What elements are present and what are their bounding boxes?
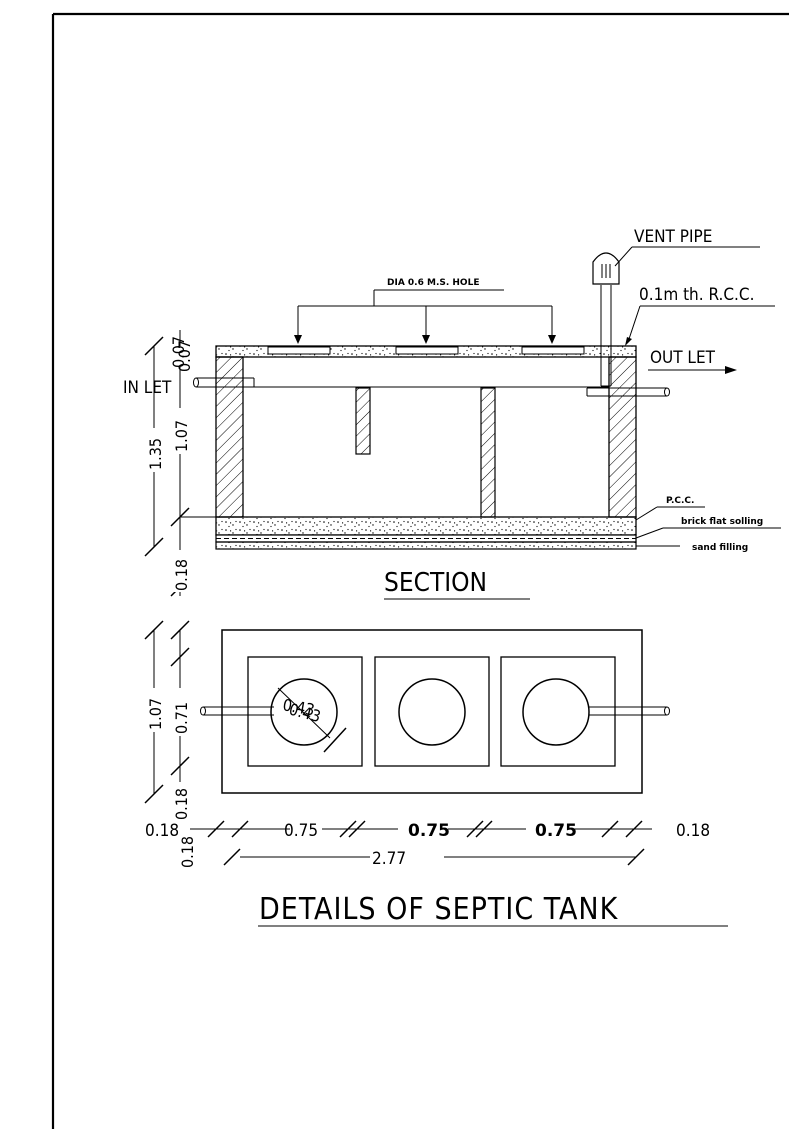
dim-plan-inner: 0.71 xyxy=(172,702,191,734)
pcc-label: P.C.C. xyxy=(666,496,694,506)
layer-leaders xyxy=(635,506,781,547)
plan-vertical-dimensions xyxy=(142,620,192,826)
dim-plan-wall-b: 0.18 xyxy=(178,836,197,868)
left-wall xyxy=(215,356,244,518)
dim-w-total: 2.77 xyxy=(372,849,406,869)
drawing-title: DETAILS OF SEPTIC TANK xyxy=(259,892,619,927)
plan-outer-wall xyxy=(221,629,643,794)
rcc-label: 0.1m th. R.C.C. xyxy=(639,285,754,305)
slab-hole-2 xyxy=(395,346,459,355)
manhole-3 xyxy=(522,678,590,746)
manhole-1 xyxy=(270,678,338,746)
chamber-2 xyxy=(374,656,490,767)
section-title: SECTION xyxy=(384,568,487,598)
plan-horizontal-dimensions xyxy=(190,820,652,866)
rcc-leader xyxy=(625,305,775,346)
plan-outlet-pipe xyxy=(589,706,670,716)
chamber-1 xyxy=(247,656,363,767)
vent-pipe xyxy=(592,252,620,387)
dia-label-b: 0.43 xyxy=(287,700,323,727)
dim-sec-base: 0.18 xyxy=(172,559,191,591)
dim-sec-inner: 1.07 xyxy=(172,420,191,452)
section-dimensions xyxy=(142,330,216,597)
dim-w-c2: 0.75 xyxy=(408,821,450,841)
dim-w-left: 0.18 xyxy=(145,821,179,841)
dim-sec-top-b: 0.07 xyxy=(175,340,194,372)
hole-label: DIA 0.6 M.S. HOLE xyxy=(387,278,479,288)
dim-sec-total: 1.35 xyxy=(146,438,165,470)
pcc-layer xyxy=(215,516,637,536)
manhole-2 xyxy=(398,678,466,746)
outlet-pipe xyxy=(586,387,670,397)
outlet-label: OUT LET xyxy=(650,348,716,368)
dim-sec-top-a: 0.07 xyxy=(169,336,188,368)
brick-label: brick flat solling xyxy=(681,517,763,527)
dim-w-c1: 0.75 xyxy=(284,821,318,841)
dim-w-right: 0.18 xyxy=(676,821,710,841)
right-wall xyxy=(608,356,637,518)
plan-inlet-pipe xyxy=(200,706,274,716)
slab-hole-1 xyxy=(267,346,331,355)
dim-plan-wall-a: 0.18 xyxy=(172,788,191,820)
sand-filling-layer xyxy=(215,541,637,550)
plan-view: 0.43 0.43 xyxy=(200,629,670,794)
section-view: DIA 0.6 M.S. HOLE VENT PIPE 0.1m th. R.C… xyxy=(123,227,781,600)
sheet-border xyxy=(51,12,789,1129)
sand-label: sand filling xyxy=(692,543,748,553)
slab-hole-3 xyxy=(521,346,585,355)
dim-w-c3: 0.75 xyxy=(535,821,577,841)
baffle-wall-2 xyxy=(480,387,496,518)
hole-leader xyxy=(294,289,556,344)
vent-leader xyxy=(614,246,760,267)
dim-plan-total: 1.07 xyxy=(146,698,165,730)
baffle-wall-1 xyxy=(355,387,371,455)
chamber-3 xyxy=(500,656,616,767)
vent-pipe-label: VENT PIPE xyxy=(634,227,712,247)
inlet-label: IN LET xyxy=(123,378,172,398)
